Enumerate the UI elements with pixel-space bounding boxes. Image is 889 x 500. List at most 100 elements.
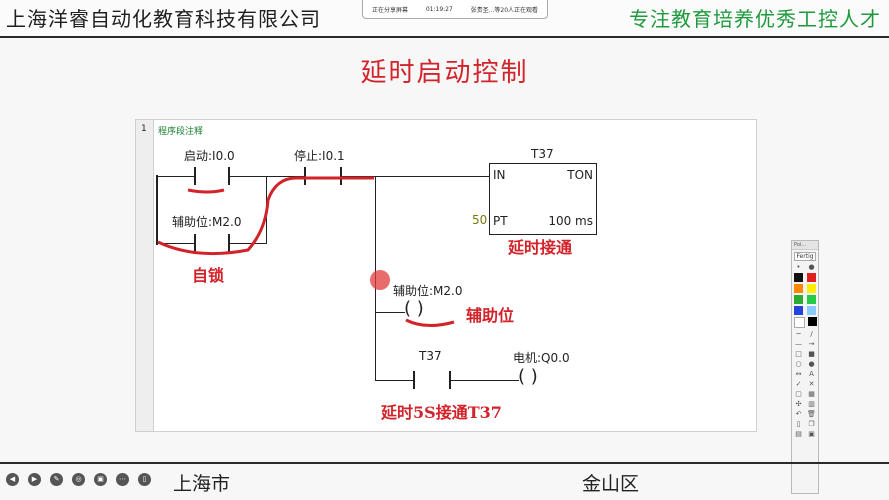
city-label: 上海市: [173, 473, 231, 495]
check-icon[interactable]: ✓: [795, 380, 802, 388]
slide-controls: ◀ ▶ ✎ ◎ ▣ ⋯ ▯: [6, 473, 151, 486]
wire: [156, 176, 194, 177]
filled-ellipse-icon[interactable]: ●: [808, 360, 815, 368]
color-yellow[interactable]: [807, 284, 816, 293]
aux-bit-note: 辅助位: [466, 306, 515, 325]
footer-bar: ◀ ▶ ✎ ◎ ▣ ⋯ ▯ 上海市 金山区: [0, 462, 889, 500]
stop-contact-left[interactable]: [304, 167, 306, 185]
hold-contact-right[interactable]: [228, 234, 230, 252]
share-status: 正在分享屏幕: [371, 6, 408, 14]
copy-icon[interactable]: ❐: [808, 420, 815, 428]
delay-5s-note: 延时5S接通T37: [381, 403, 502, 422]
motor-coil[interactable]: ( ): [518, 366, 538, 387]
new-page-icon[interactable]: ▯: [796, 420, 801, 428]
rung-number: 1: [141, 124, 147, 134]
color-green[interactable]: [794, 295, 803, 304]
aux-coil-underline-mark: [405, 318, 455, 327]
ellipse-icon[interactable]: ○: [795, 360, 802, 368]
focus-icon[interactable]: ◎: [72, 473, 85, 486]
eraser-icon[interactable]: ▢: [795, 390, 802, 398]
wire: [230, 243, 266, 244]
wire: [156, 243, 194, 244]
ladder-editor[interactable]: 1 程序段注释 启动:I0.0 停止:I0.1 辅助位:M2.0 T37 IN …: [135, 119, 757, 432]
annotation-palette[interactable]: Poi... Fertig • ● ~ / — → □ ■ ○ ● ↔ A ✓ ✕ ▢ ▦ ✣…: [791, 240, 819, 494]
filled-rect-icon[interactable]: ■: [808, 350, 815, 358]
ton-pt-value[interactable]: 50: [472, 213, 488, 227]
ton-type-label: TON: [567, 168, 593, 182]
wire: [375, 312, 405, 313]
grid-icon[interactable]: ▦: [808, 390, 815, 398]
palette-done-button[interactable]: Fertig: [794, 252, 816, 261]
hold-contact-label: 辅助位:M2.0: [172, 215, 242, 229]
color-light-green[interactable]: [807, 295, 816, 304]
ton-in-label: IN: [493, 168, 506, 182]
t37-contact-label: T37: [419, 349, 442, 363]
district-label: 金山区: [582, 473, 640, 495]
rect-icon[interactable]: □: [795, 350, 802, 358]
wire: [230, 176, 304, 177]
header-divider: [0, 36, 889, 38]
cross-icon[interactable]: ✕: [808, 380, 815, 388]
fill-icon[interactable]: ▥: [808, 400, 815, 408]
screen-share-bar[interactable]: 正在分享屏幕 01:19:27 张贵圣...等20人正在观看: [362, 0, 548, 19]
start-contact-right[interactable]: [228, 167, 230, 185]
color-blue[interactable]: [794, 306, 803, 315]
text-icon[interactable]: A: [809, 370, 814, 378]
timer-name: T37: [531, 147, 554, 161]
wire: [451, 380, 519, 381]
t37-contact-right[interactable]: [449, 371, 451, 389]
ton-base-label: 100 ms: [548, 214, 593, 228]
open-icon[interactable]: ▤: [795, 430, 802, 438]
color-light-blue[interactable]: [807, 306, 816, 315]
red-ink-overlay: [157, 176, 455, 327]
save-icon[interactable]: ▣: [808, 430, 815, 438]
slogan: 专注教育培养优秀工控人才: [629, 7, 881, 31]
undo-icon[interactable]: ↶: [795, 410, 802, 418]
marker-icon[interactable]: /: [810, 330, 813, 338]
move-icon[interactable]: ✣: [795, 400, 802, 408]
color-orange[interactable]: [794, 284, 803, 293]
medium-dot-icon[interactable]: ●: [808, 263, 815, 271]
pen-icon[interactable]: ✎: [50, 473, 63, 486]
delay-on-note: 延时接通: [508, 238, 573, 257]
hold-contact-left[interactable]: [194, 234, 196, 252]
stop-contact-label: 停止:I0.1: [294, 149, 345, 163]
camera-icon[interactable]: ▣: [94, 473, 107, 486]
prev-icon[interactable]: ◀: [6, 473, 19, 486]
palette-title: Poi...: [792, 241, 818, 250]
company-name: 上海洋睿自动化教育科技有限公司: [6, 7, 321, 31]
trash-icon[interactable]: 🗑: [807, 410, 816, 418]
share-time: 01:19:27: [425, 5, 453, 13]
rung-comment[interactable]: 程序段注释: [158, 127, 204, 137]
ton-timer-block[interactable]: IN TON PT 100 ms: [489, 163, 597, 235]
header-bar: 上海洋睿自动化教育科技有限公司 正在分享屏幕 01:19:27 张贵圣...等2…: [0, 0, 889, 36]
start-contact-label: 启动:I0.0: [184, 149, 235, 163]
start-contact-left[interactable]: [194, 167, 196, 185]
cursor-pointer-mark: [370, 270, 390, 290]
color-white[interactable]: [793, 317, 805, 328]
phone-icon[interactable]: ▯: [138, 473, 151, 486]
next-icon[interactable]: ▶: [28, 473, 41, 486]
line-icon[interactable]: —: [795, 340, 802, 348]
footer-divider: [0, 462, 889, 464]
arrow-icon[interactable]: →: [808, 340, 815, 348]
color-solid-black[interactable]: [807, 317, 817, 326]
more-icon[interactable]: ⋯: [116, 473, 129, 486]
motor-coil-label: 电机:Q0.0: [513, 351, 570, 365]
viewer-count: 张贵圣...等20人正在观看: [470, 6, 539, 14]
self-lock-path-mark: [157, 176, 374, 256]
ton-pt-label: PT: [493, 214, 508, 228]
small-dot-icon[interactable]: •: [796, 263, 801, 271]
wire: [342, 176, 490, 177]
t37-contact-left[interactable]: [413, 371, 415, 389]
pen-icon[interactable]: ~: [795, 330, 802, 338]
color-black[interactable]: [794, 273, 803, 282]
resize-icon[interactable]: ↔: [795, 370, 802, 378]
slide-title: 延时启动控制: [360, 58, 529, 88]
color-red[interactable]: [807, 273, 816, 282]
self-lock-note: 自锁: [192, 266, 225, 285]
start-underline-mark: [187, 188, 225, 194]
power-rail: [156, 175, 158, 245]
stop-contact-right[interactable]: [340, 167, 342, 185]
aux-coil[interactable]: ( ): [404, 298, 424, 319]
